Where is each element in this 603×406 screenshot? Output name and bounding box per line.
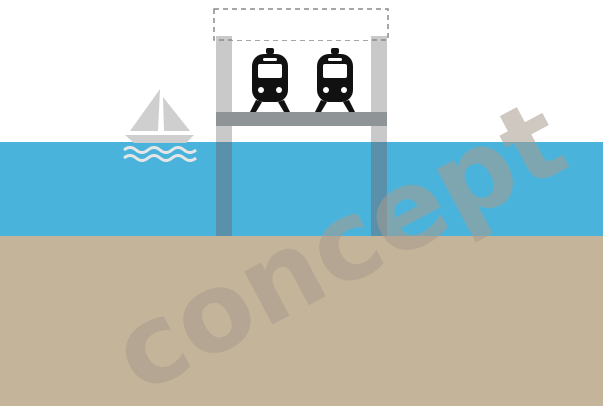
upper-deck-fill: [232, 20, 371, 40]
left-pillar-in-water: [216, 142, 232, 236]
left-pillar-upper: [216, 36, 232, 142]
right-pillar-upper: [371, 36, 387, 142]
rail-deck: [216, 112, 387, 126]
